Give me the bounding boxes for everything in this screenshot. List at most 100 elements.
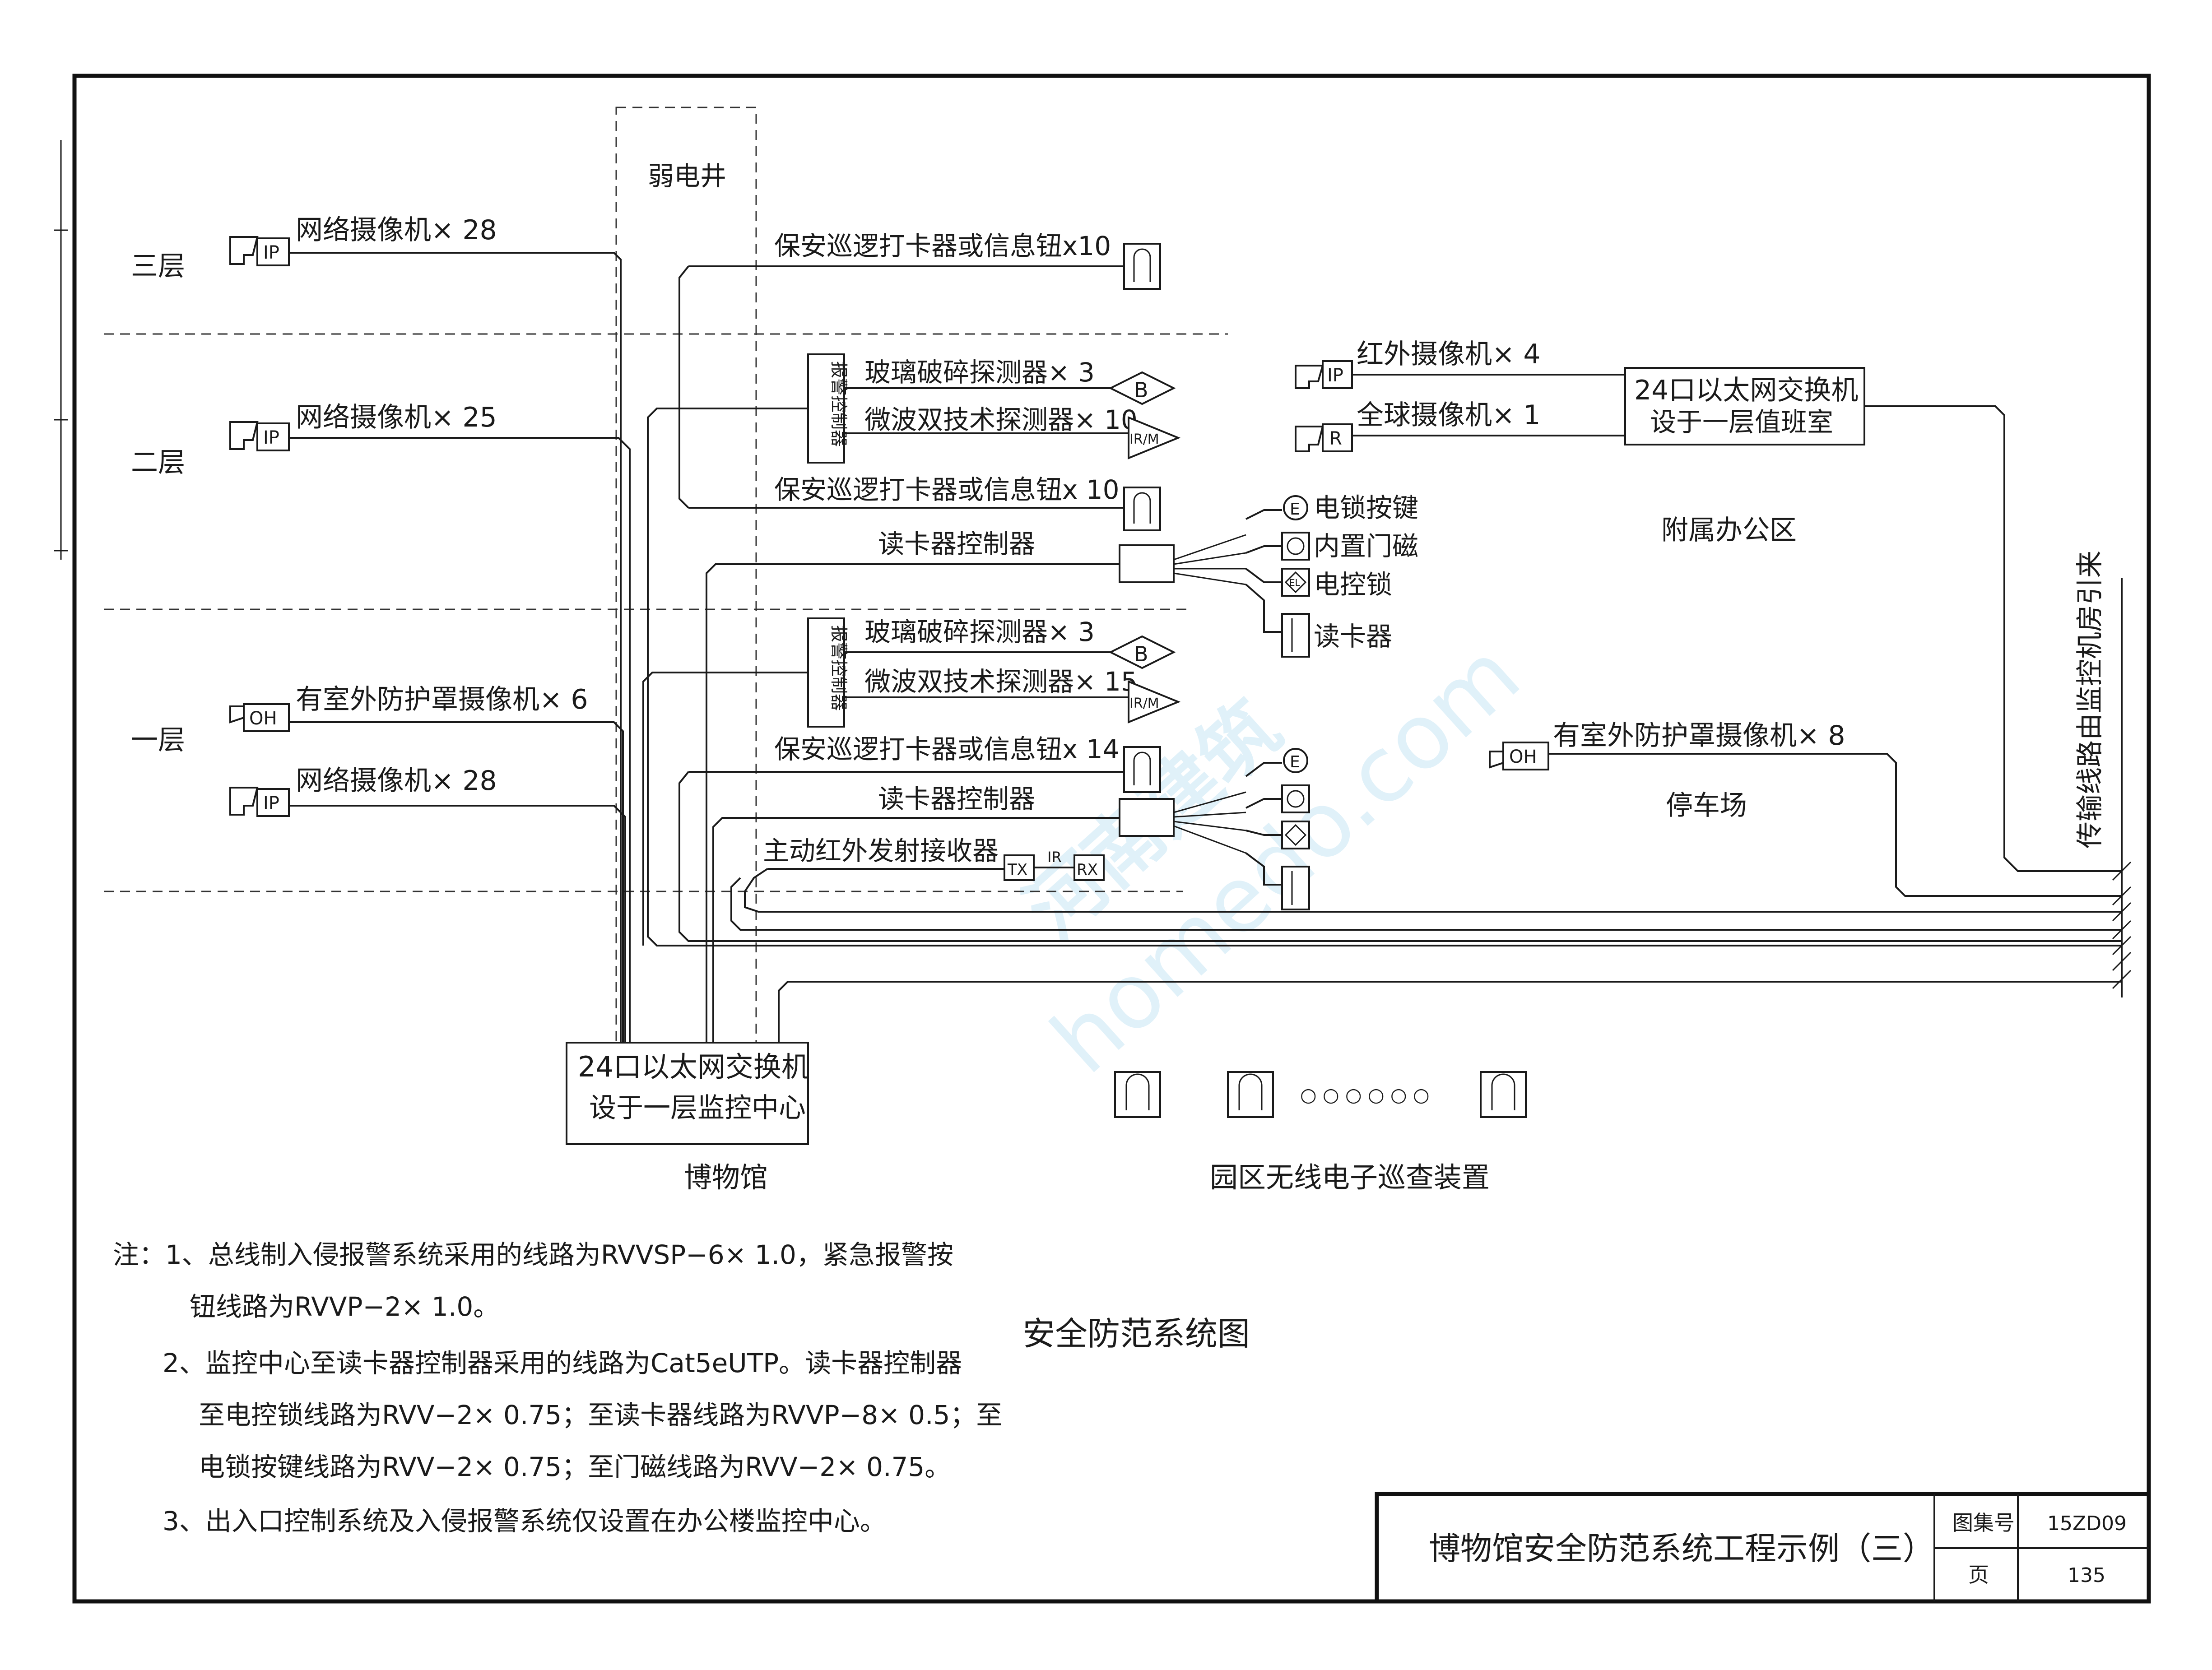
svg-text:E: E (1290, 500, 1300, 519)
svg-text:保安巡逻打卡器或信息钮x 14: 保安巡逻打卡器或信息钮x 14 (774, 734, 1120, 765)
svg-text:图集号: 图集号 (1952, 1511, 2015, 1535)
floor2-card-reader-controller: 读卡器控制器 (706, 529, 1246, 1054)
svg-text:24口以太网交换机: 24口以太网交换机 (1634, 375, 1858, 406)
svg-text:读卡器控制器: 读卡器控制器 (878, 784, 1035, 814)
svg-text:B: B (1134, 378, 1148, 402)
svg-text:○ ○ ○ ○ ○ ○: ○ ○ ○ ○ ○ ○ (1300, 1084, 1430, 1106)
floor1-card-reader-controller: 读卡器控制器 (712, 784, 1246, 1054)
patrol-button-icon (1227, 1071, 1274, 1118)
svg-text:IP: IP (263, 427, 279, 448)
patrol-button-icon (1123, 243, 1161, 290)
floor2-door-devices: E 电锁按键 内置门磁 EL 电控锁 读卡器 (1245, 492, 1418, 658)
svg-text:读卡器: 读卡器 (1314, 621, 1392, 652)
title-block-title: 博物馆安全防范系统工程示例（三） (1429, 1530, 1934, 1567)
floor1-glass-break-detector: 玻璃破碎探测器× 3 B (844, 617, 1176, 669)
svg-text:E: E (1290, 753, 1300, 771)
svg-text:传输线路由监控机房引来: 传输线路由监控机房引来 (2074, 551, 2106, 849)
svg-text:B: B (1134, 642, 1148, 666)
svg-text:网络摄像机× 28: 网络摄像机× 28 (296, 765, 497, 797)
svg-text:红外摄像机× 4: 红外摄像机× 4 (1357, 339, 1541, 370)
svg-text:主动红外发射接收器: 主动红外发射接收器 (763, 835, 999, 866)
floor2-glass-break-detector: 玻璃破碎探测器× 3 B (844, 357, 1176, 405)
svg-text:全球摄像机× 1: 全球摄像机× 1 (1357, 399, 1541, 431)
svg-text:有室外防护罩摄像机× 8: 有室外防护罩摄像机× 8 (1553, 720, 1845, 752)
svg-text:IP: IP (263, 242, 279, 263)
svg-text:RX: RX (1077, 861, 1098, 879)
svg-text:钮线路为RVVP−2× 1.0。: 钮线路为RVVP−2× 1.0。 (190, 1291, 499, 1322)
camera-icon (229, 421, 259, 450)
svg-text:微波双技术探测器× 15: 微波双技术探测器× 15 (864, 666, 1138, 697)
museum-label: 博物馆 (684, 1161, 768, 1194)
lock-button-icon (1283, 495, 1308, 520)
floor1-microwave-detector: 微波双技术探测器× 15 IR/M (844, 666, 1181, 724)
parking-area-label: 停车场 (1666, 790, 1747, 821)
annex-dome-camera: R 全球摄像机× 1 (1295, 399, 1625, 452)
svg-text:TX: TX (1007, 861, 1027, 879)
floor2-patrol-reader: 保安巡逻打卡器或信息钮x 10 (688, 474, 1161, 531)
patrol-button-icon (1480, 1071, 1527, 1118)
door-magnet-icon (1281, 532, 1310, 561)
annex-area-label: 附属办公区 (1661, 515, 1797, 546)
svg-text:读卡器控制器: 读卡器控制器 (878, 529, 1035, 559)
lock-button-icon (1283, 748, 1308, 773)
svg-text:有室外防护罩摄像机× 6: 有室外防护罩摄像机× 6 (296, 684, 588, 715)
patrol-button-icon (1123, 746, 1161, 793)
floor-label-1: 一层 (131, 724, 185, 756)
binding-margin-marks (54, 140, 68, 560)
svg-text:电锁按键线路为RVV−2× 0.75；至门磁线路为RVV−2: 电锁按键线路为RVV−2× 0.75；至门磁线路为RVV−2× 0.75。 (199, 1452, 951, 1482)
svg-text:IR/M: IR/M (1129, 431, 1159, 447)
svg-text:OH: OH (1509, 747, 1537, 767)
floor1-network-camera: IP 网络摄像机× 28 (229, 765, 626, 1052)
svg-text:玻璃破碎探测器× 3: 玻璃破碎探测器× 3 (864, 617, 1095, 647)
svg-text:15ZD09: 15ZD09 (2047, 1512, 2127, 1535)
shaft-label: 弱电井 (648, 161, 726, 191)
floor3-network-camera: IP 网络摄像机× 28 (229, 214, 622, 1052)
drawing-frame (72, 74, 2151, 1604)
svg-text:网络摄像机× 25: 网络摄像机× 25 (296, 402, 497, 433)
floor-label-3: 三层 (131, 250, 185, 282)
svg-text:电锁按键: 电锁按键 (1314, 492, 1418, 523)
svg-text:设于一层值班室: 设于一层值班室 (1650, 407, 1833, 437)
floor-label-2: 二层 (131, 447, 185, 478)
annex-ir-camera: IP 红外摄像机× 4 (1295, 339, 1625, 389)
svg-text:设于一层监控中心: 设于一层监控中心 (589, 1092, 806, 1124)
floor1-outdoor-camera: OH 有室外防护罩摄像机× 6 (229, 684, 624, 1052)
svg-text:R: R (1329, 428, 1342, 449)
weak-current-shaft (615, 107, 757, 1061)
camera-icon (229, 705, 245, 724)
camera-icon (1489, 751, 1504, 769)
floor1-active-infrared: 主动红外发射接收器 TX IR RX (730, 835, 2122, 931)
notes: 注：1、总线制入侵报警系统采用的线路为RVVSP−6× 1.0，紧急报警按 钮线… (113, 1239, 1002, 1536)
floor2-network-camera: IP 网络摄像机× 25 (229, 402, 631, 1052)
floor1-door-devices: E (1245, 748, 1310, 910)
parking-outdoor-camera: OH 有室外防护罩摄像机× 8 (1489, 720, 2122, 897)
floor3-patrol-reader: 保安巡逻打卡器或信息钮x10 (678, 231, 1161, 509)
svg-text:保安巡逻打卡器或信息钮x 10: 保安巡逻打卡器或信息钮x 10 (774, 474, 1120, 505)
camera-icon (229, 236, 259, 265)
diagram-title: 安全防范系统图 (1022, 1315, 1250, 1353)
svg-text:EL: EL (1289, 577, 1301, 588)
card-reader-icon (1281, 613, 1310, 658)
door-magnet-icon (1281, 784, 1310, 813)
floor1-alarm-controller: 报警控制器 (642, 617, 849, 946)
floor1-patrol-reader: 保安巡逻打卡器或信息钮x 14 (678, 734, 2122, 942)
annex-switch: 24口以太网交换机 设于一层值班室 (1624, 367, 2122, 872)
svg-text:页: 页 (1968, 1563, 1989, 1587)
svg-text:IR/M: IR/M (1129, 696, 1159, 711)
svg-text:网络摄像机× 28: 网络摄像机× 28 (296, 214, 497, 246)
svg-text:3、出入口控制系统及入侵报警系统仅设置在办公楼监控中心。: 3、出入口控制系统及入侵报警系统仅设置在办公楼监控中心。 (163, 1506, 886, 1536)
svg-text:玻璃破碎探测器× 3: 玻璃破碎探测器× 3 (864, 357, 1095, 388)
patrol-button-icon (1123, 487, 1161, 531)
floor2-microwave-detector: 微波双技术探测器× 10 IR/M (844, 404, 1181, 459)
svg-text:内置门磁: 内置门磁 (1314, 531, 1418, 561)
camera-icon (1295, 426, 1324, 452)
patrol-button-icon (1114, 1071, 1161, 1118)
svg-text:135: 135 (2068, 1564, 2105, 1587)
svg-text:微波双技术探测器× 10: 微波双技术探测器× 10 (864, 404, 1138, 435)
switch-uplink-line (778, 981, 2122, 1054)
svg-text:电控锁: 电控锁 (1314, 569, 1392, 600)
svg-text:注：1、总线制入侵报警系统采用的线路为RVVSP−6× 1.: 注：1、总线制入侵报警系统采用的线路为RVVSP−6× 1.0，紧急报警按 (113, 1239, 953, 1270)
svg-text:至电控锁线路为RVV−2× 0.75；至读卡器线路为RVVP: 至电控锁线路为RVV−2× 0.75；至读卡器线路为RVVP−8× 0.5；至 (199, 1400, 1002, 1430)
camera-icon (1295, 365, 1324, 389)
